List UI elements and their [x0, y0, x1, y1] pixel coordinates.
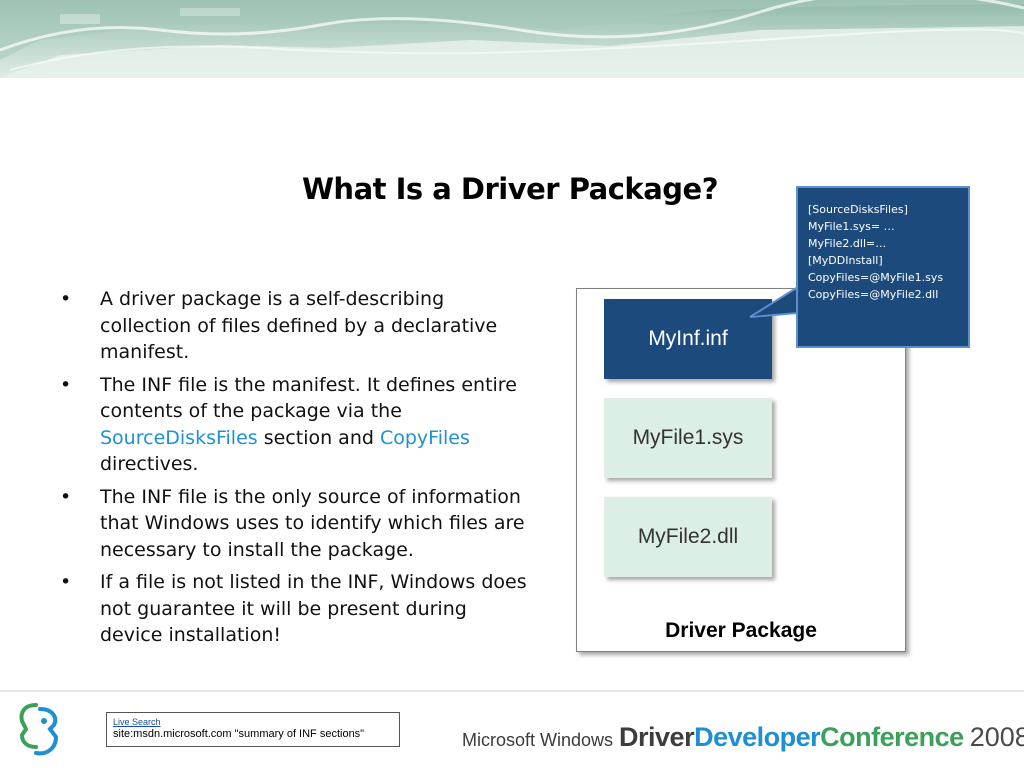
file-box-inf: MyInf.inf [604, 299, 772, 379]
inf-code-callout: [SourceDisksFiles] MyFile1.sys= … MyFile… [796, 186, 970, 348]
bullet-text: directives. [100, 453, 199, 475]
callout-line: CopyFiles=@MyFile2.dll [808, 288, 939, 301]
package-label: Driver Package [665, 619, 817, 642]
callout-line: CopyFiles=@MyFile1.sys [808, 271, 944, 284]
footer-divider [0, 690, 1024, 692]
file-label: MyFile1.sys [632, 426, 744, 449]
brand-driver: Driver [619, 722, 695, 752]
callout-line: [MyDDInstall] [808, 254, 883, 267]
brand-developer: Developer [694, 722, 821, 752]
bullet-item-3: The INF file is the only source of infor… [58, 484, 528, 564]
callout-pointer [749, 285, 799, 318]
search-query-text: site:msdn.microsoft.com "summary of INF … [113, 728, 365, 740]
highlight-sourcedisksfiles: SourceDisksFiles [100, 426, 258, 449]
callout-line: MyFile2.dll=… [808, 237, 887, 250]
bullet-text: section and [257, 426, 380, 449]
bullet-text: If a file is not listed in the INF, Wind… [100, 571, 527, 646]
brand-prefix: Microsoft Windows [462, 730, 614, 750]
bullet-text: A driver package is a self-describing co… [100, 288, 498, 363]
bullet-item-4: If a file is not listed in the INF, Wind… [58, 569, 528, 649]
callout-line: [SourceDisksFiles] [808, 203, 908, 216]
bullet-item-2: The INF file is the manifest. It defines… [58, 372, 528, 478]
bullet-text: The INF file is the only source of infor… [100, 485, 525, 561]
highlight-copyfiles: CopyFiles [379, 426, 470, 449]
brand-year: 2008 [969, 722, 1024, 752]
brand-conference: Conference [820, 722, 964, 752]
file-label: MyInf.inf [648, 327, 728, 350]
callout-line: MyFile1.sys= … [808, 220, 895, 233]
banner-decoration [0, 0, 1024, 78]
reference-link-box[interactable]: Live Search site:msdn.microsoft.com "sum… [106, 712, 400, 747]
live-search-link[interactable]: Live Search [113, 717, 161, 727]
brand-wordmark: Microsoft Windows Driver Developer Confe… [462, 722, 1024, 753]
bullet-item-1: A driver package is a self-describing co… [58, 286, 528, 366]
bullet-text: The INF file is the manifest. It defines… [100, 373, 517, 423]
conference-logo-icon [19, 703, 59, 756]
file-box-sys: MyFile1.sys [604, 398, 772, 478]
slide-title: What Is a Driver Package? [301, 172, 719, 206]
bullet-list: A driver package is a self-describing co… [58, 286, 528, 655]
file-box-dll: MyFile2.dll [604, 497, 772, 577]
header-banner [0, 0, 1024, 78]
file-label: MyFile2.dll [637, 525, 739, 548]
